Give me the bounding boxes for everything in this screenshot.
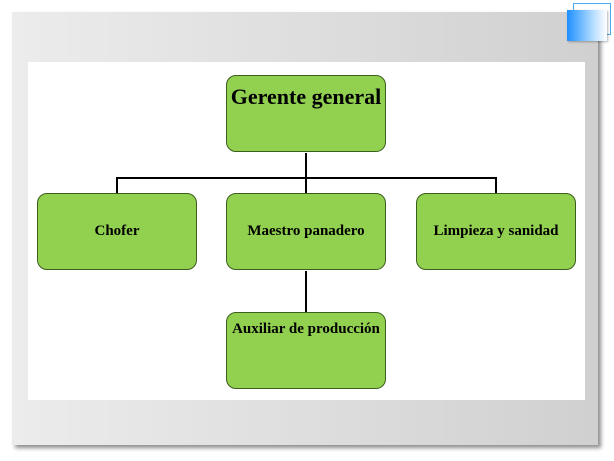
connector-limpieza [495, 177, 497, 194]
connector-chofer [116, 177, 118, 194]
node-chofer: Chofer [37, 193, 197, 270]
connector-auxiliar [305, 271, 307, 312]
node-gerente-general: Gerente general [226, 75, 386, 152]
node-maestro-panadero: Maestro panadero [226, 193, 386, 270]
connector-maestro [305, 177, 307, 194]
connector-root-down [305, 153, 307, 179]
node-auxiliar-produccion: Auxiliar de producción [226, 312, 386, 389]
node-limpieza-sanidad: Limpieza y sanidad [416, 193, 576, 270]
decorative-blue-square [567, 10, 607, 41]
